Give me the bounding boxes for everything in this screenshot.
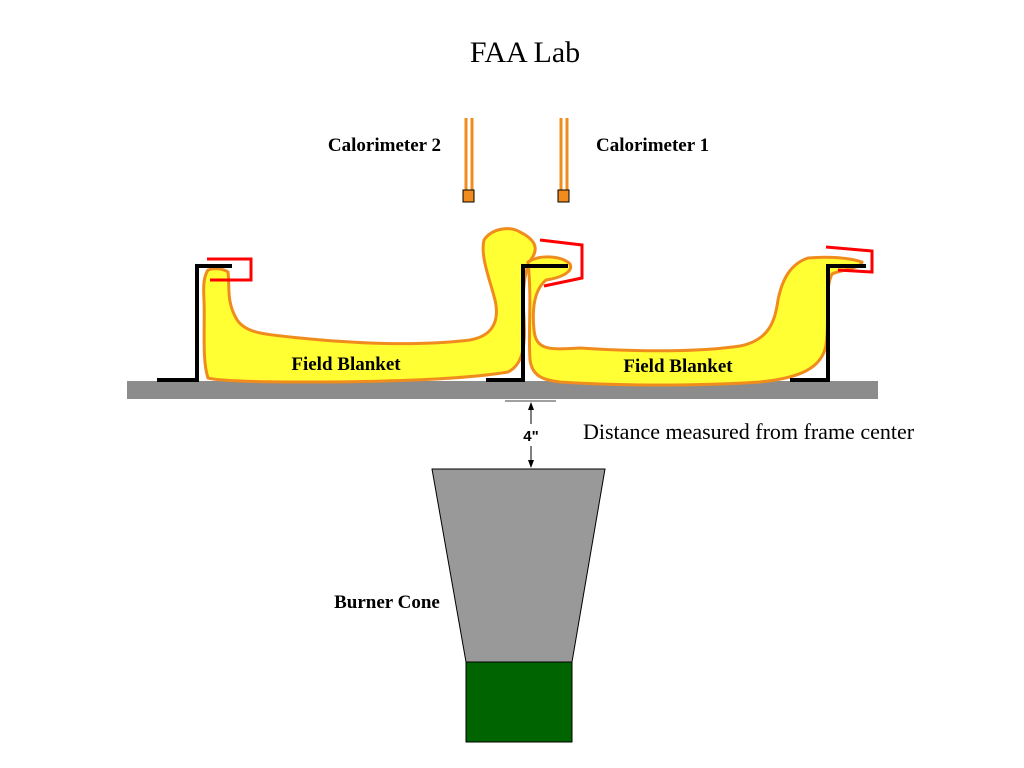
burner-cone-label: Burner Cone [334, 592, 440, 613]
burner-cone [431, 468, 606, 663]
clip-left [207, 257, 253, 282]
distance-value: 4" [523, 428, 538, 445]
arrowhead-down-icon [528, 460, 534, 468]
clip-right [825, 245, 874, 274]
burner-base [465, 661, 573, 743]
distance-note: Distance measured from frame center [583, 419, 915, 444]
frame-bracket-left [157, 264, 232, 382]
field-blanket-right [526, 255, 864, 387]
arrowhead-up-icon [528, 402, 534, 410]
calorimeter-1 [557, 118, 570, 203]
calorimeter-2-label: Calorimeter 2 [328, 135, 441, 156]
frame-bracket-right [790, 264, 866, 382]
field-blanket-right-label: Field Blanket [623, 356, 733, 377]
frame-bracket-center [486, 264, 568, 382]
test-frame-plate [127, 381, 878, 399]
diagram-title: FAA Lab [470, 36, 580, 69]
distance-dimension [505, 400, 556, 468]
field-blanket-left-label: Field Blanket [291, 354, 401, 375]
clip-center [539, 238, 584, 288]
calorimeter-1-label: Calorimeter 1 [596, 135, 709, 156]
calorimeter-2 [462, 118, 475, 203]
field-blanket-left [202, 227, 537, 384]
